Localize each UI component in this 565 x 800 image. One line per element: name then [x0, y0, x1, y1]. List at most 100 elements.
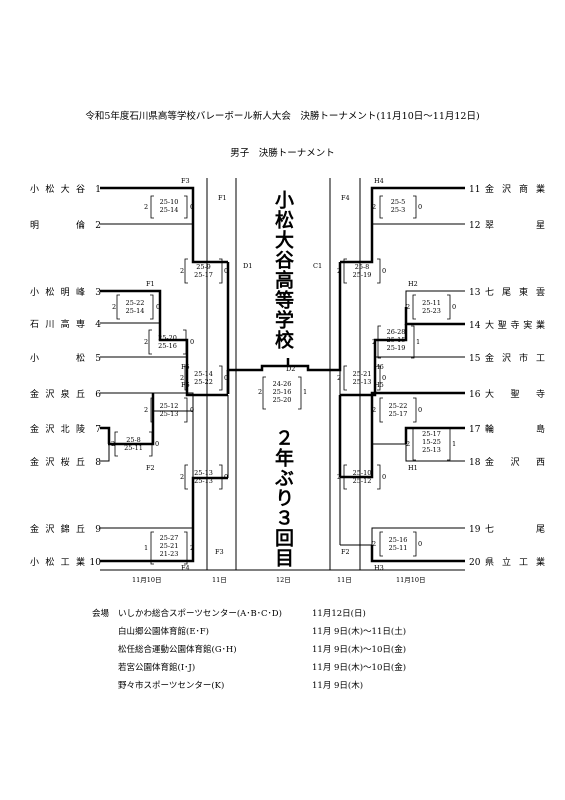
- sets-won: 2: [144, 203, 149, 211]
- court-code: F2: [146, 464, 155, 472]
- court-code: F3: [215, 548, 224, 556]
- champion-note: ２年ぶり３回目: [272, 428, 294, 568]
- sets-won: 2: [258, 388, 263, 396]
- champion-name: 小松大谷高等学校: [272, 190, 294, 350]
- sets-won: 0: [382, 267, 387, 275]
- sets-won: 2: [144, 338, 149, 346]
- venue-name: 松任総合運動公園体育館(G･H): [118, 645, 237, 655]
- date-label: 11月10日: [132, 576, 162, 584]
- court-code: F4: [341, 194, 350, 202]
- sets-won: 0: [382, 473, 387, 481]
- date-label: 12日: [276, 576, 291, 584]
- sets-won: 0: [224, 473, 229, 481]
- court-code: F1: [218, 194, 227, 202]
- sets-won: 0: [452, 303, 457, 311]
- venue-date: 11月 9日(木)～10日(金): [312, 645, 407, 655]
- sets-won: 2: [190, 544, 195, 552]
- court-code: D2: [286, 365, 296, 373]
- page-subtitle: 男子 決勝トーナメント: [230, 148, 335, 159]
- sets-won: 2: [372, 338, 377, 346]
- venue-date: 11月12日(日): [312, 609, 366, 619]
- sets-won: 1: [452, 440, 457, 448]
- court-code: D1: [243, 262, 253, 270]
- sets-won: 2: [112, 303, 117, 311]
- sets-won: 2: [337, 473, 342, 481]
- sets-won: 0: [418, 540, 423, 548]
- sets-won: 0: [224, 267, 229, 275]
- date-label: 11日: [212, 576, 227, 584]
- sets-won: 0: [418, 406, 423, 414]
- court-code: F1: [146, 280, 155, 288]
- venue-date: 11月 9日(木)～10日(金): [312, 663, 407, 673]
- sets-won: 2: [372, 203, 377, 211]
- sets-won: 2: [406, 440, 411, 448]
- venue-heading: 会場: [92, 609, 110, 619]
- venue-name: 白山郷公園体育館(E･F): [118, 627, 209, 637]
- court-code: H1: [408, 464, 418, 472]
- sets-won: 2: [337, 267, 342, 275]
- sets-won: 2: [372, 406, 377, 414]
- sets-won: 1: [144, 544, 149, 552]
- court-code: H5: [374, 381, 384, 389]
- court-code: F6: [181, 381, 190, 389]
- court-code: C1: [313, 262, 323, 270]
- sets-won: 2: [180, 374, 185, 382]
- sets-won: 0: [224, 374, 229, 382]
- venue-name: 野々市スポーツセンター(K): [118, 681, 225, 691]
- court-code: H3: [374, 564, 384, 572]
- court-code: F5: [181, 363, 190, 371]
- sets-won: 2: [111, 440, 116, 448]
- sets-won: 0: [155, 440, 160, 448]
- venue-date: 11月 9日(木)～11日(土): [312, 627, 407, 637]
- venue-name: いしかわ総合スポーツセンター(A･B･C･D): [118, 609, 282, 619]
- sets-won: 2: [180, 267, 185, 275]
- date-label: 11日: [337, 576, 352, 584]
- sets-won: 0: [418, 203, 423, 211]
- court-code: F3: [181, 177, 190, 185]
- sets-won: 0: [190, 338, 195, 346]
- sets-won: 2: [372, 540, 377, 548]
- sets-won: 2: [180, 473, 185, 481]
- sets-won: 2: [406, 303, 411, 311]
- venue-date: 11月 9日(木): [312, 681, 364, 691]
- sets-won: 0: [190, 406, 195, 414]
- court-code: F4: [181, 564, 190, 572]
- venue-name: 若宮公園体育館(I･J): [118, 663, 196, 673]
